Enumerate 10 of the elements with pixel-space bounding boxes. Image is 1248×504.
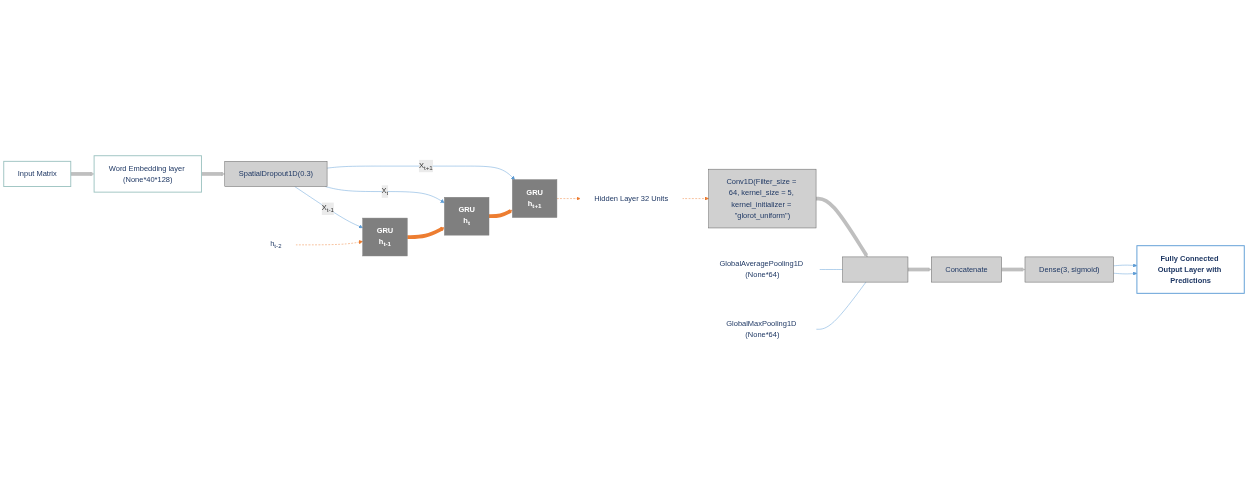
arrow	[201, 172, 225, 177]
arrow	[907, 267, 932, 272]
arrow	[816, 197, 868, 258]
connector	[819, 269, 843, 271]
arrow	[1001, 267, 1026, 272]
arrow	[407, 227, 445, 240]
node-bar	[842, 257, 909, 283]
arrow	[70, 172, 95, 177]
arrow	[489, 209, 513, 219]
connector	[815, 282, 867, 330]
